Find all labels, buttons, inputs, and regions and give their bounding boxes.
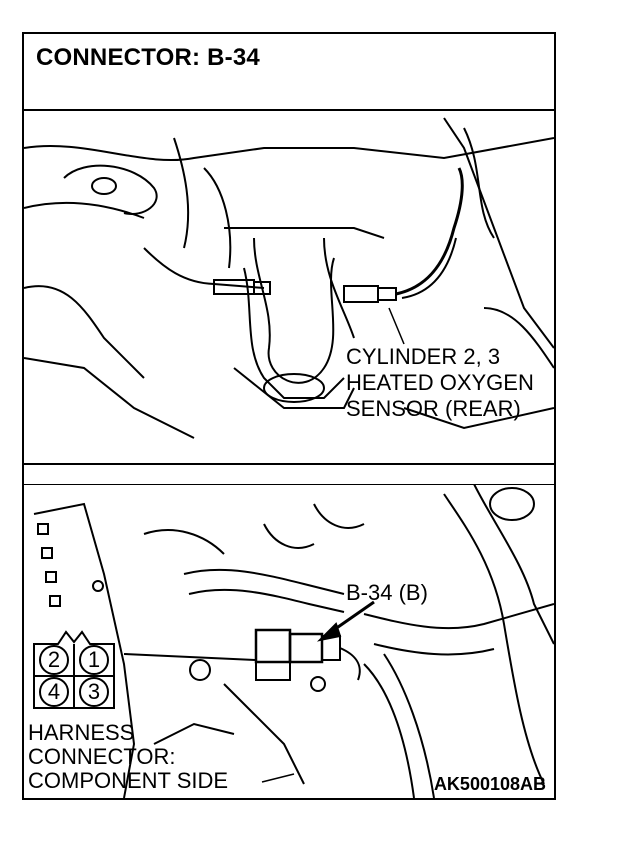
pin-4: 4	[47, 679, 61, 704]
sensor-label-line-2: HEATED OXYGEN	[346, 370, 534, 395]
pin-grid-outline	[33, 630, 115, 709]
connector-callout: B-34 (B)	[346, 580, 428, 605]
pin-2: 2	[47, 647, 61, 672]
connector-title: CONNECTOR: B-34	[36, 44, 260, 71]
exhaust-manifold-illustration	[24, 109, 554, 465]
figure-code: AK500108AB	[433, 774, 546, 794]
connector-pin-layout: 2 1 4 3	[32, 626, 128, 710]
oxygen-sensor-location-view: CYLINDER 2, 3 HEATED OXYGEN SENSOR (REAR…	[24, 108, 554, 466]
connector-location-view: B-34 (B)	[24, 484, 554, 798]
pin-3: 3	[87, 679, 101, 704]
harness-label-line-1: HARNESS	[28, 720, 135, 745]
pin-1: 1	[87, 647, 101, 672]
harness-label-line-2: CONNECTOR:	[28, 744, 176, 769]
harness-label-line-3: COMPONENT SIDE	[28, 768, 229, 793]
sensor-label-line-1: CYLINDER 2, 3	[346, 344, 501, 369]
sensor-label-line-3: SENSOR (REAR)	[346, 396, 521, 421]
harness-connector-illustration	[24, 484, 554, 798]
diagram-frame: CONNECTOR: B-34	[22, 32, 556, 800]
